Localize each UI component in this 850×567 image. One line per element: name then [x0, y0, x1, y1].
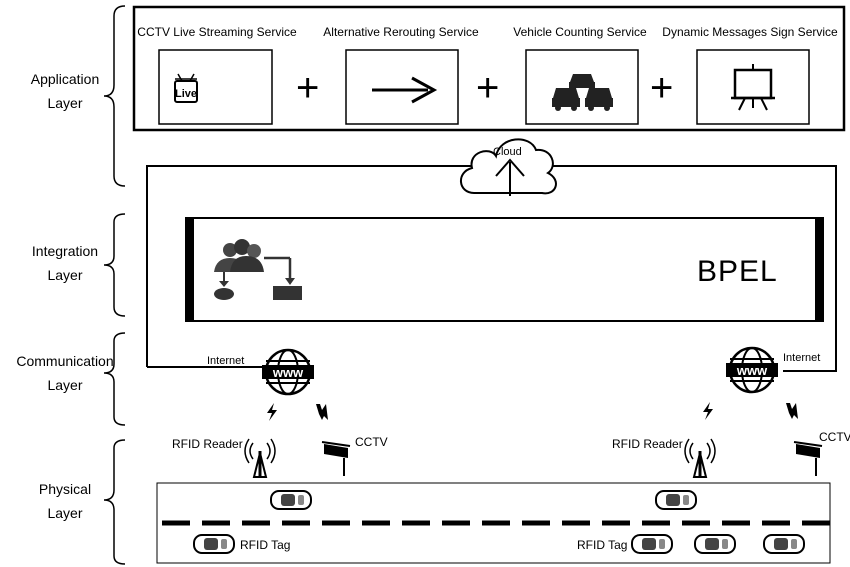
svg-text:www: www — [736, 363, 768, 378]
www-globe-icon-right: www — [724, 346, 780, 394]
internet-label-left: Internet — [207, 355, 245, 367]
rfid-tag-label-right: RFID Tag — [577, 538, 628, 552]
car-icon — [694, 534, 736, 554]
rfid-reader-icon-right — [683, 437, 717, 479]
car-icon — [193, 534, 235, 554]
svg-text:Live: Live — [175, 88, 197, 100]
rfid-tag-label-left: RFID Tag — [240, 538, 291, 552]
cctv-camera-icon-left — [321, 441, 351, 477]
layer-label-text: Communication Layer — [16, 353, 114, 393]
service-box-message-sign[interactable] — [696, 49, 810, 125]
wireless-bolt-icon — [703, 402, 713, 420]
rfid-reader-label-left: RFID Reader — [172, 437, 243, 451]
workflow-icon — [214, 239, 302, 300]
message-sign-icon — [731, 64, 775, 111]
plus-symbol: + — [296, 66, 320, 110]
wireless-bolt-icon — [316, 404, 328, 420]
www-globe-icon-left: www — [260, 348, 316, 396]
rfid-reader-label-right: RFID Reader — [612, 437, 683, 451]
service-box-rerouting[interactable] — [345, 49, 459, 125]
service-title-rerouting: Alternative Rerouting Service — [323, 25, 479, 39]
wireless-bolt-icon — [267, 403, 277, 421]
car-icon — [631, 534, 673, 554]
car-icon — [270, 490, 312, 510]
cars-icon — [552, 74, 613, 111]
integration-layer-label: Integration Layer — [10, 239, 120, 287]
svg-text:www: www — [272, 365, 304, 380]
application-layer-box — [132, 5, 846, 132]
car-icon — [763, 534, 805, 554]
service-title-cctv: CCTV Live Streaming Service — [137, 25, 297, 39]
communication-layer-label: Communication Layer — [0, 349, 132, 397]
plus-symbol: + — [650, 66, 674, 110]
integration-loop — [146, 165, 837, 372]
bpel-box — [185, 217, 824, 322]
cloud-icon — [460, 138, 557, 196]
cloud-label: Cloud — [493, 146, 522, 158]
service-title-counting: Vehicle Counting Service — [513, 25, 647, 39]
internet-label-right: Internet — [783, 352, 821, 364]
cctv-camera-icon-right — [793, 441, 823, 477]
wireless-bolt-icon — [786, 403, 798, 419]
service-box-cctv[interactable] — [158, 49, 273, 125]
layer-label-text: Physical Layer — [38, 481, 92, 521]
rfid-reader-icon-left — [243, 437, 277, 479]
layer-label-text: Integration Layer — [31, 243, 99, 283]
car-icon — [655, 490, 697, 510]
layer-label-text: Application Layer — [30, 71, 100, 111]
cctv-label-left: CCTV — [355, 435, 388, 449]
live-tv-icon: Live — [174, 73, 198, 103]
arrow-right-icon — [372, 76, 438, 104]
physical-layer-label: Physical Layer — [10, 477, 120, 525]
service-title-message-sign: Dynamic Messages Sign Service — [662, 25, 838, 39]
cctv-label-right: CCTV — [819, 430, 850, 444]
plus-symbol: + — [476, 66, 500, 110]
application-layer-label: Application Layer — [10, 67, 120, 115]
layer-braces — [103, 5, 126, 565]
bpel-label: BPEL — [697, 255, 778, 288]
